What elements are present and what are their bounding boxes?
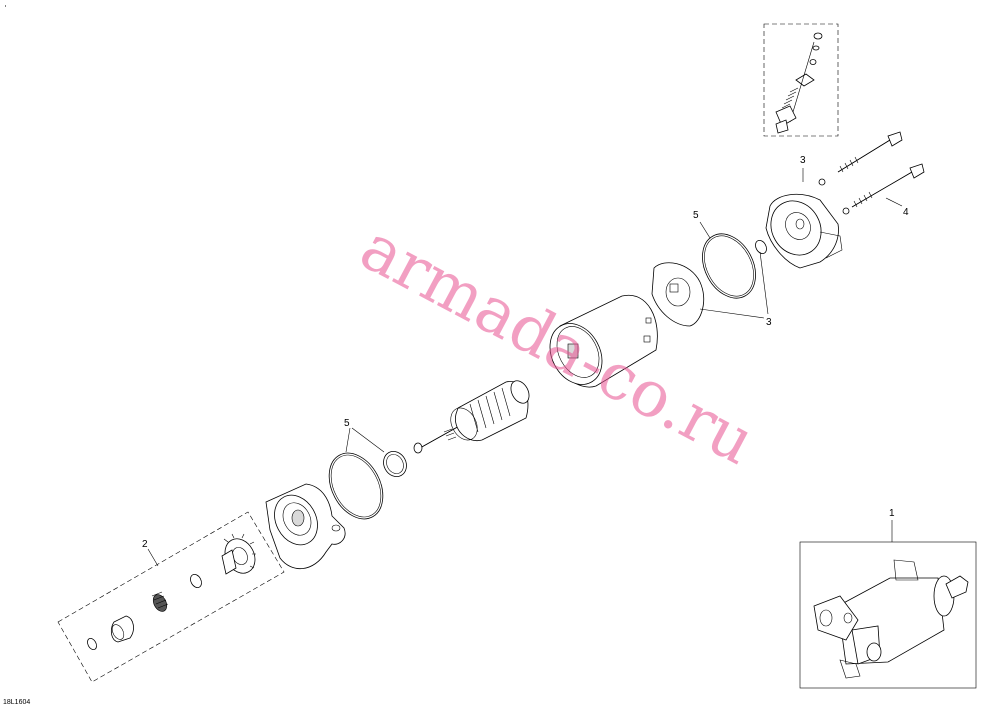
o-ring-rear	[702, 233, 756, 299]
callout-3-top: 3	[800, 155, 806, 166]
drive-washer	[87, 637, 97, 651]
brush-clip	[775, 119, 789, 134]
brush-kit-dashed-frame	[763, 23, 839, 137]
callout-4: 4	[903, 207, 909, 218]
starter-assembly	[813, 559, 969, 679]
leader-5-mid-a	[345, 427, 351, 453]
small-o-ring	[383, 451, 407, 477]
o-ring-rear-inner	[704, 235, 754, 297]
callout-3-mid: 3	[766, 317, 772, 328]
leader-3-mid-a	[699, 308, 765, 319]
yoke-housing	[549, 294, 658, 388]
drive-spring	[151, 591, 169, 612]
brush-holder-plate	[795, 73, 815, 87]
drive-circlip	[190, 573, 202, 589]
drive-kit-group	[57, 511, 285, 683]
brush-stem	[789, 41, 815, 123]
bolt-washer-upper	[818, 178, 826, 186]
rear-seal	[755, 239, 767, 255]
drive-sleeve	[110, 615, 134, 643]
callout-2: 2	[142, 539, 148, 550]
leader-5-mid-b	[351, 427, 385, 453]
leader-5-top	[699, 221, 711, 239]
leader-4	[885, 197, 903, 207]
bolt-washer-lower	[842, 207, 850, 215]
starter-assembly-group	[799, 541, 977, 689]
through-bolt-lower	[851, 163, 925, 208]
leader-2	[147, 548, 159, 567]
leader-3-mid-b	[759, 251, 769, 315]
brush-spring	[781, 87, 799, 109]
rear-end-cap	[765, 193, 843, 269]
drawing-code: 18L1604	[3, 699, 30, 706]
through-bolt-upper	[837, 131, 903, 173]
armature	[413, 380, 530, 454]
brush-washer-1	[812, 45, 820, 51]
brush	[775, 105, 797, 127]
brush-washer-2	[809, 59, 817, 65]
brush-kit-group	[763, 23, 839, 137]
callout-1: 1	[889, 508, 895, 519]
callout-5-mid: 5	[344, 418, 350, 429]
starter-assembly-frame	[799, 541, 977, 689]
drive-kit-dashed-frame	[57, 511, 285, 683]
small-o-ring-inner	[386, 454, 404, 474]
o-ring-front	[328, 452, 384, 520]
brush-plate	[651, 262, 704, 327]
o-ring-front-inner	[330, 454, 382, 518]
drive-end-housing	[265, 483, 346, 570]
callout-5-top: 5	[693, 210, 699, 221]
brush-nut	[813, 32, 823, 40]
